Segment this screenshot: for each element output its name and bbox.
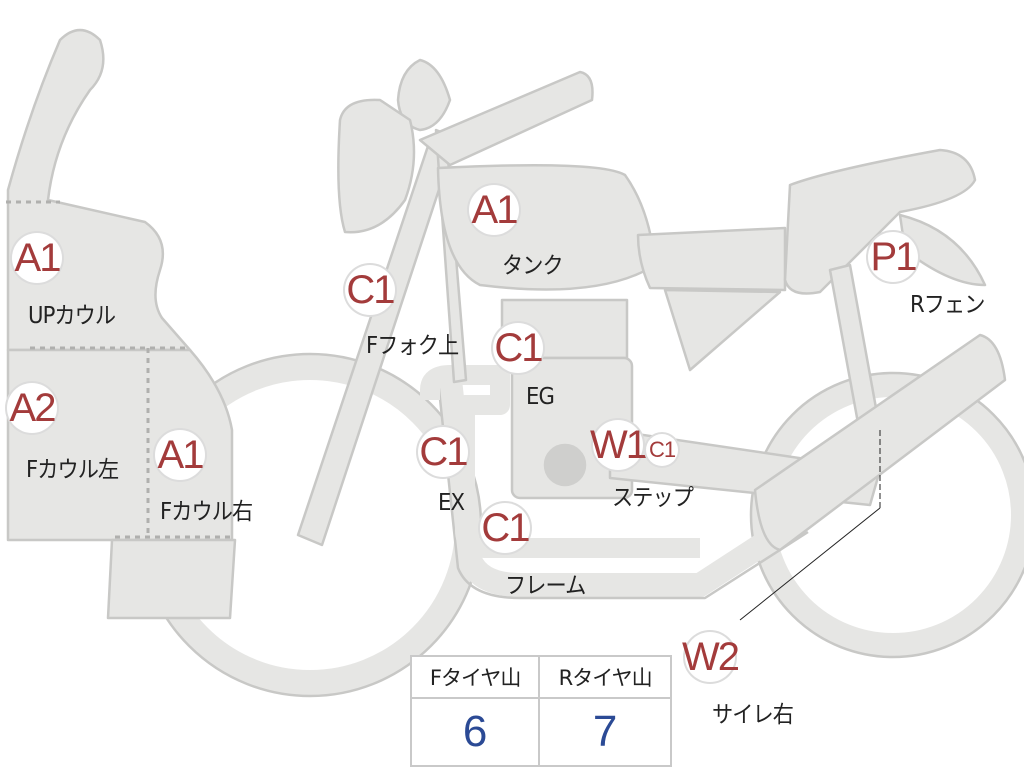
- part-code-badge: C1: [345, 265, 396, 315]
- part-code-badge: C1: [480, 503, 531, 553]
- part-code-badge: C1: [418, 427, 469, 477]
- handlebar: [418, 70, 594, 167]
- rear-seat: [783, 148, 977, 295]
- engine-cover: [543, 443, 587, 487]
- front-tire-tread-header: Fタイヤ山: [409, 655, 541, 699]
- part-code-badge: P1: [868, 232, 918, 282]
- frame-lower-rail: [438, 378, 807, 597]
- f-cowl: [6, 348, 234, 542]
- frame-lower-rail-edge: [436, 379, 809, 600]
- part-label: Fフォク上: [366, 333, 459, 359]
- rear-wheel-outline: [749, 371, 1024, 659]
- f-cowl-lower: [106, 538, 237, 620]
- part-code-badge: A1: [12, 233, 62, 283]
- part-label: フレーム: [505, 573, 586, 599]
- part-label: EG: [526, 384, 555, 410]
- rear-tire-tread-value: 7: [538, 697, 672, 767]
- part-code-badge: A1: [469, 185, 519, 235]
- side-cover: [663, 288, 782, 372]
- part-label: サイレ右: [712, 702, 794, 728]
- rear-tire-tread-header: Rタイヤ山: [538, 655, 672, 699]
- part-label: Fカウル左: [26, 457, 119, 483]
- part-label: UPカウル: [28, 303, 116, 329]
- tire-tread-table: Fタイヤ山 Rタイヤ山 6 7: [409, 655, 672, 767]
- part-label: Rフェン: [910, 292, 985, 318]
- part-code-badge: C1: [646, 434, 678, 466]
- part-label: EX: [438, 490, 465, 516]
- part-code-badge: A2: [7, 383, 57, 433]
- silencer-leader-line: [739, 507, 881, 621]
- exhaust-pipe: [420, 365, 700, 558]
- rear-fender: [898, 213, 987, 287]
- part-code-badge: A1: [155, 430, 205, 480]
- part-label: タンク: [502, 253, 564, 279]
- front-tire-tread-value: 6: [409, 697, 541, 767]
- part-label: Fカウル右: [160, 499, 253, 525]
- part-label: ステップ: [612, 485, 694, 511]
- headlight: [337, 98, 416, 234]
- part-code-badge: W2: [682, 632, 740, 682]
- part-code-badge: C1: [493, 323, 544, 373]
- part-code-badge: W1: [590, 420, 648, 470]
- seat-front: [636, 226, 787, 292]
